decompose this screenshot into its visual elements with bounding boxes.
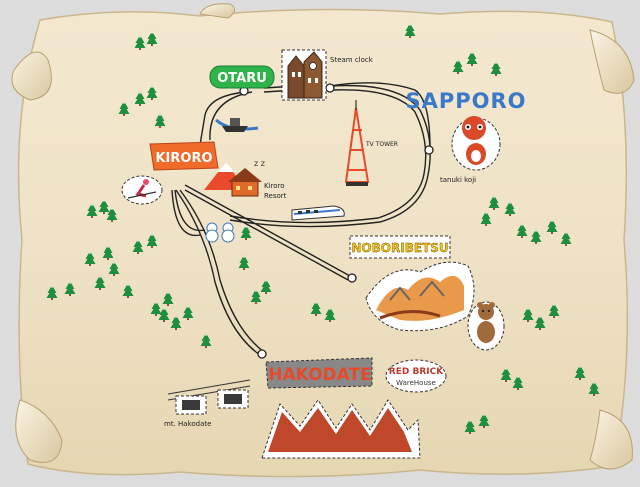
- tanuki-icon: [451, 116, 501, 171]
- valley-icon: [365, 261, 475, 332]
- otaru-label: OTARU: [217, 71, 267, 86]
- ship-icon: [215, 118, 259, 132]
- svg-text:z z: z z: [254, 159, 265, 168]
- red-brick-warehouse[interactable]: RED BRICK WareHouse: [385, 359, 447, 393]
- tv-tower-icon: [344, 100, 370, 186]
- kiroro-resort-label-2: Resort: [264, 192, 287, 200]
- kiroro-resort-label-1: Kiroro: [264, 182, 285, 190]
- kiroro-label: KIRORO: [155, 151, 212, 166]
- tv-tower-label: TV TOWER: [365, 141, 398, 148]
- mountains-icon: [261, 399, 421, 459]
- bear-icon: [467, 301, 505, 351]
- steam-clock-icon: [281, 49, 327, 101]
- red-brick-label-2: WareHouse: [396, 379, 436, 387]
- stop-hakodate[interactable]: HAKODATE: [265, 357, 373, 389]
- stop-noboribetsu[interactable]: NOBORIBETSU: [349, 235, 451, 259]
- tanuki-koji-label: tanuki koji: [440, 176, 476, 184]
- train-icon: [291, 205, 345, 221]
- mt-hakodate-label: mt. Hakodate: [164, 420, 211, 428]
- stop-sapporo[interactable]: SAPPORO: [405, 89, 526, 113]
- snowman-icon: [205, 222, 235, 243]
- ropeway-icon: [167, 379, 251, 415]
- stop-kiroro[interactable]: KIRORO: [149, 141, 219, 171]
- noboribetsu-label: NOBORIBETSU: [351, 241, 448, 255]
- skier-icon: [121, 175, 163, 205]
- steam-clock-label: Steam clock: [330, 56, 374, 64]
- resort-icon: z z: [204, 159, 265, 197]
- hakodate-label: HAKODATE: [268, 365, 371, 385]
- red-brick-label-1: RED BRICK: [389, 367, 444, 377]
- stop-otaru[interactable]: OTARU: [209, 65, 275, 89]
